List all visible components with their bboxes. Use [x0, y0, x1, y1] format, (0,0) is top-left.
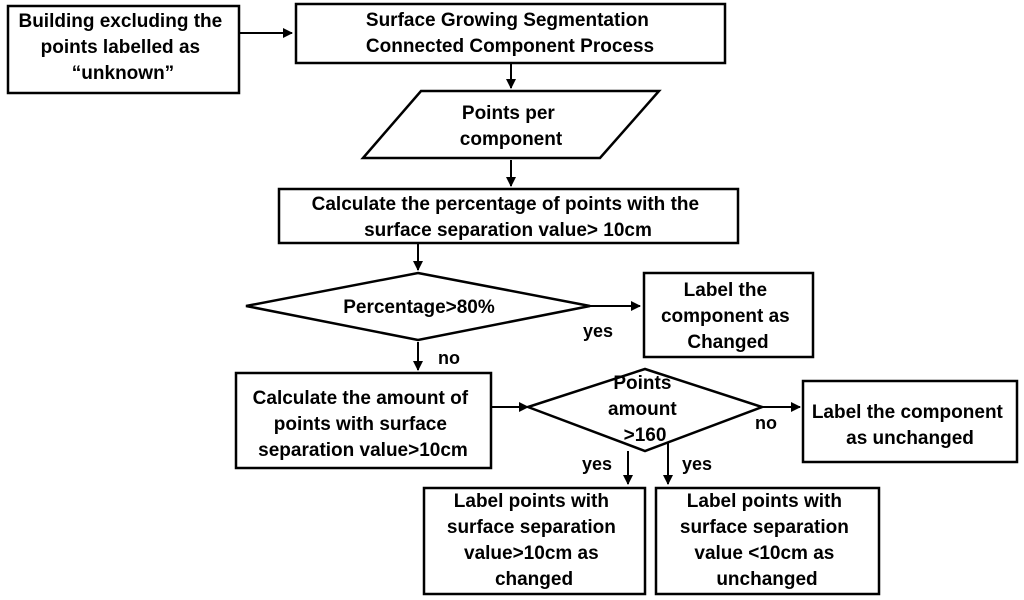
calc-amount-label: Calculate the amount of points with surf… — [253, 388, 474, 461]
segmentation-box — [294, 2, 727, 65]
points-per-component-parallelogram — [360, 89, 662, 160]
segmentation-label: Surface Growing Segmentation Connected C… — [366, 10, 654, 57]
label-points-changed-label: Label points with surface separation val… — [447, 491, 621, 590]
label-unchanged-label: Label the component as unchanged — [812, 402, 1008, 449]
calc-percentage-box — [277, 187, 740, 245]
edge-label-amount-yes-left: yes — [582, 454, 612, 474]
edge-label-percentage-yes: yes — [583, 321, 613, 341]
percentage-decision-diamond — [245, 271, 591, 342]
edge-label-amount-no: no — [755, 413, 777, 433]
label-unchanged-box — [801, 379, 1019, 464]
label-points-unchanged-label: Label points with surface separation val… — [680, 491, 854, 590]
label-changed-box — [642, 271, 815, 359]
amount-decision-label: Points amount >160 — [608, 373, 682, 446]
points-per-component-label: Points per component — [460, 103, 563, 150]
building-label: Building excluding the points labelled a… — [18, 11, 227, 84]
building-box — [6, 4, 241, 95]
calc-amount-box — [234, 371, 493, 470]
percentage-decision-label: Percentage>80% — [343, 297, 495, 318]
label-points-unchanged-box — [654, 486, 881, 596]
amount-decision-diamond — [524, 367, 766, 453]
label-points-changed-box — [422, 486, 647, 596]
edge-label-percentage-no: no — [438, 348, 460, 368]
calc-percentage-label: Calculate the percentage of points with … — [312, 194, 705, 241]
edges — [240, 28, 801, 485]
label-changed-label: Label the component as Changed — [661, 280, 795, 353]
edge-label-amount-yes-right: yes — [682, 454, 712, 474]
